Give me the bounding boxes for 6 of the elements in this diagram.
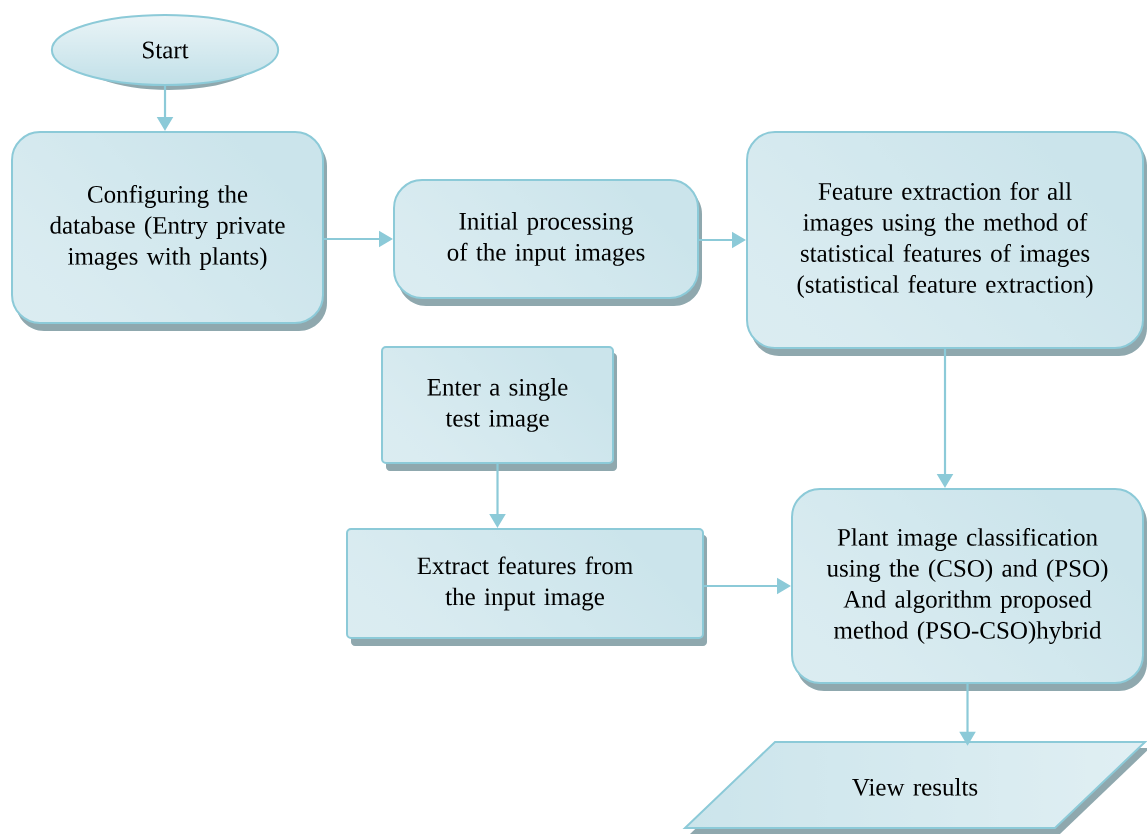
- process-box: Feature extraction for all images using the method of statistical features of images (statistical feature extraction): [746, 131, 1147, 356]
- process-box: Plant image classification using the (CSO) and (PSO) And algorithm proposed method (PSO-CSO)hybrid: [791, 488, 1147, 691]
- process-box: Extract features from the input image: [346, 528, 707, 646]
- process-box: Enter a single test image: [381, 346, 617, 471]
- process-box: Initial processing of the input images: [393, 179, 702, 306]
- process-box: Configuring the database (Entry private images with plants): [11, 131, 327, 331]
